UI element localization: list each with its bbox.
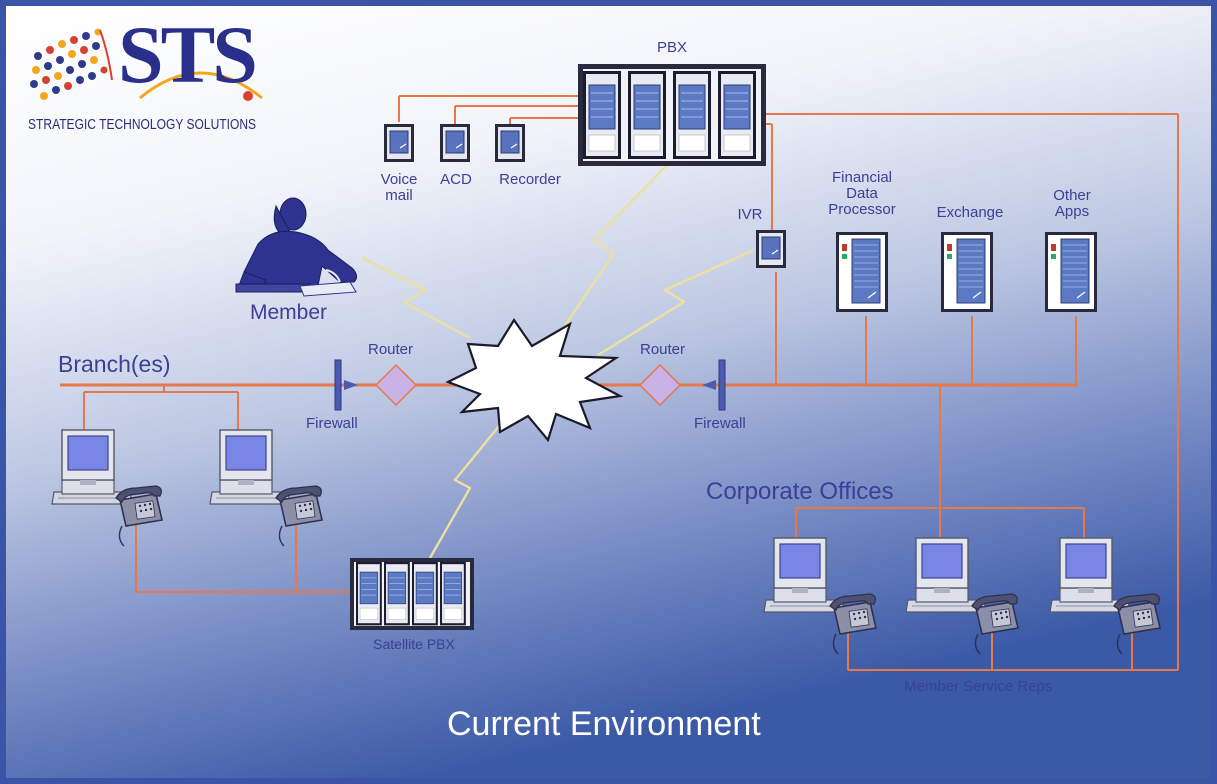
wireless-links: [361, 159, 755, 559]
router-right-label: Router: [640, 341, 686, 358]
logo-swoosh-dot: [243, 91, 253, 101]
logo-swoosh: [139, 71, 263, 100]
other-apps-label-line1: Other: [1053, 187, 1091, 204]
exchange-label: Exchange: [936, 204, 1004, 221]
fdp-label-line3: Processor: [828, 200, 896, 218]
fdp-label-line2: Data: [846, 184, 878, 202]
link-ivr-cloud: [597, 248, 755, 357]
voice-mail-icon: [383, 123, 415, 163]
fdp-label-line1: Financial: [831, 169, 893, 186]
recorder-icon: [494, 123, 526, 163]
member-on-phone-icon: [235, 197, 358, 297]
link-satellite-cloud: [428, 414, 509, 559]
voice-mail-label: Voice mail: [369, 172, 429, 204]
firewall-left-label: Firewall: [306, 415, 358, 432]
caption: Current Environment: [447, 705, 761, 743]
logo-subtitle: STRATEGIC TECHNOLOGY SOLUTIONS: [28, 117, 257, 133]
financial-data-processor-icon: [835, 231, 889, 313]
router-left-icon[interactable]: [374, 363, 418, 407]
link-member-cloud: [361, 256, 471, 340]
satellite-pbx-label: Satellite PBX: [373, 636, 455, 652]
pbx-label: PBX: [656, 39, 687, 56]
arrow-left-firewall: [344, 380, 358, 390]
network-cloud-burst-icon: [445, 317, 624, 443]
satellite-pbx-icon: [350, 558, 474, 630]
financial-data-processor-label: Financial Data Processor: [812, 170, 912, 217]
member-service-reps-label: Member Service Reps: [904, 678, 1053, 695]
logo-mark-text: STS: [118, 9, 258, 100]
firewall-right-label: Firewall: [694, 415, 746, 432]
acd-label: ACD: [440, 171, 472, 188]
sts-logo-mark: [30, 28, 113, 100]
pbx-cabinet-icon: [578, 64, 766, 166]
corporate-offices-label: Corporate Offices: [706, 478, 894, 505]
firewall-left-icon[interactable]: [334, 359, 342, 411]
router-right-icon[interactable]: [638, 363, 682, 407]
link-pbx-cloud: [561, 159, 673, 331]
voice-mail-label-line1: Voice: [380, 171, 418, 188]
ivr-icon: [755, 229, 787, 269]
other-apps-server-icon: [1044, 231, 1098, 313]
acd-icon: [439, 123, 471, 163]
branches-label: Branch(es): [58, 351, 171, 377]
voice-mail-label-line2: mail: [385, 186, 413, 204]
exchange-server-icon: [940, 231, 994, 313]
firewall-right-icon[interactable]: [718, 359, 726, 411]
router-left-label: Router: [368, 341, 414, 358]
recorder-label: Recorder: [499, 171, 561, 188]
ivr-label: IVR: [737, 206, 763, 223]
other-apps-label-line2: Apps: [1054, 202, 1090, 220]
other-apps-label: Other Apps: [1032, 188, 1112, 220]
arrow-right-firewall: [702, 380, 716, 390]
wiring: [83, 95, 1179, 671]
member-label: Member: [250, 301, 328, 324]
